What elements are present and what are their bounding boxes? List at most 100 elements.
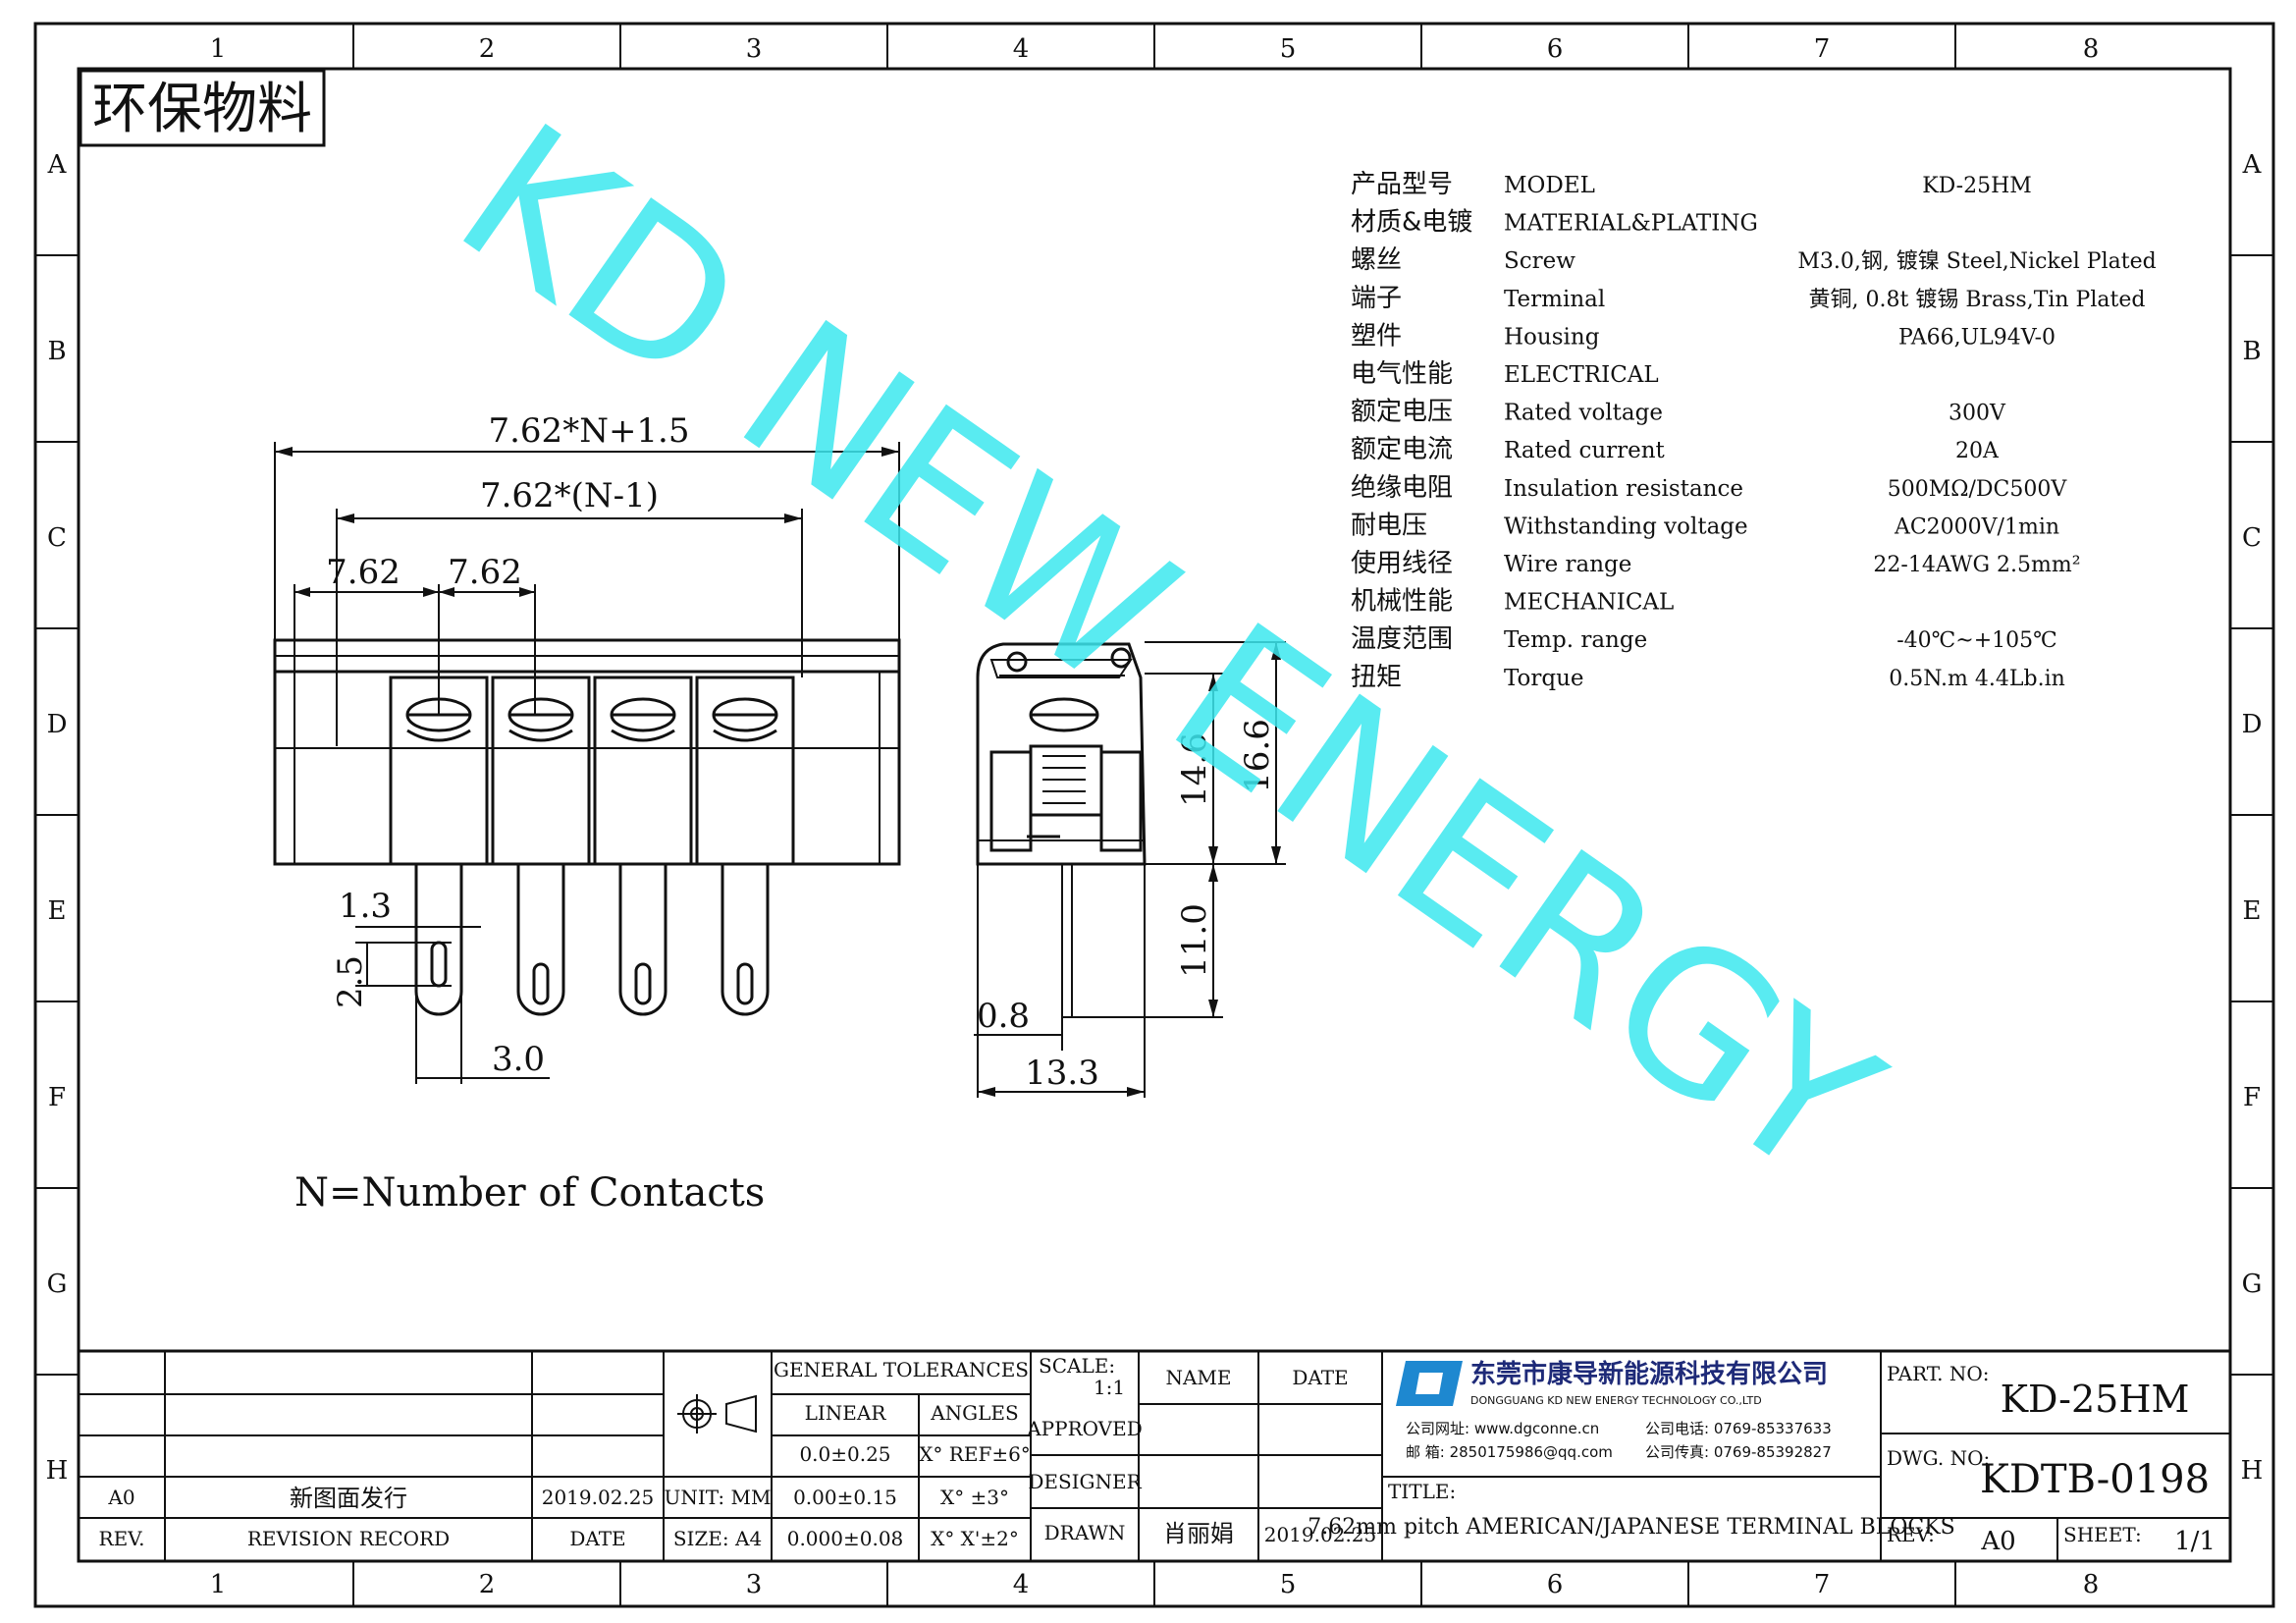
part-no-label: PART. NO:: [1887, 1362, 1990, 1385]
row-label-left: H: [46, 1456, 69, 1486]
rev-column-header: REV.: [99, 1527, 145, 1550]
dwg-no: KDTB-0198: [1980, 1457, 2210, 1502]
row-label-right: F: [2243, 1083, 2261, 1112]
company-name-cn: 东莞市康导新能源科技有限公司: [1470, 1359, 1828, 1389]
company-website: 公司网址: www.dgconne.cn: [1406, 1420, 1599, 1437]
angle-tol-1: X° REF±6°: [919, 1442, 1031, 1466]
spec-label-en: ELECTRICAL: [1504, 362, 1659, 388]
row-label-right: A: [2242, 150, 2263, 180]
rev-description: 新图面发行: [290, 1485, 407, 1512]
date-header: DATE: [1292, 1366, 1348, 1389]
spec-label-cn: 产品型号: [1351, 170, 1453, 199]
row-dividers: [35, 254, 2273, 1376]
dim-pin-gap: 3.0: [492, 1040, 545, 1079]
col-label-bottom: 2: [479, 1570, 496, 1599]
approved-label: APPROVED: [1026, 1417, 1143, 1440]
spec-value: M3.0,钢, 镀镍 Steel,Nickel Plated: [1797, 249, 2156, 274]
spec-label-cn: 温度范围: [1351, 624, 1453, 654]
designer-label: DESIGNER: [1028, 1470, 1142, 1493]
col-label-top: 2: [479, 34, 496, 64]
col-label-top: 7: [1814, 34, 1831, 64]
spec-value: -40℃~+105℃: [1896, 628, 2057, 653]
dim-depth: 13.3: [1025, 1054, 1099, 1093]
spec-value: AC2000V/1min: [1894, 514, 2059, 539]
dim-span: 7.62*(N-1): [480, 476, 659, 515]
row-label-left: E: [48, 896, 67, 926]
company-logo-icon: [1396, 1361, 1463, 1406]
side-view: [976, 642, 1147, 1018]
spec-label-en: Screw: [1504, 248, 1575, 274]
spec-label-cn: 额定电流: [1351, 435, 1453, 464]
rev-date: 2019.02.25: [542, 1486, 655, 1509]
spec-label-en: Rated current: [1504, 438, 1666, 463]
spec-label-cn: 使用线径: [1351, 549, 1453, 578]
company-name-en: DONGGUANG KD NEW ENERGY TECHNOLOGY CO.,L…: [1470, 1394, 1762, 1407]
col-label-bottom: 1: [210, 1570, 227, 1599]
col-label-top: 4: [1013, 34, 1030, 64]
dim-slot: 2.5: [331, 955, 370, 1008]
dim-pitch: 7.62: [448, 553, 522, 592]
scale-label: SCALE:: [1039, 1354, 1115, 1378]
spec-value: 黄铜, 0.8t 镀锡 Brass,Tin Plated: [1809, 288, 2146, 312]
spec-label-en: Insulation resistance: [1504, 476, 1743, 502]
side-dimension-arrows: [978, 642, 1281, 1097]
dwg-no-label: DWG. NO:: [1887, 1446, 1990, 1470]
row-label-right: B: [2242, 337, 2261, 366]
spec-label-cn: 绝缘电阻: [1351, 473, 1453, 503]
spec-label-cn: 材质&电镀: [1351, 208, 1472, 238]
spec-label-en: MODEL: [1504, 173, 1595, 198]
row-label-right: E: [2243, 896, 2262, 926]
spec-value: PA66,UL94V-0: [1898, 325, 2056, 350]
front-dimension-arrows: [275, 447, 899, 597]
projection-symbol-icon: [677, 1394, 757, 1434]
spec-value: 22-14AWG 2.5mm²: [1873, 553, 2080, 577]
col-label-bottom: 8: [2083, 1570, 2100, 1599]
rev-label: REV:: [1887, 1523, 1935, 1546]
col-label-top: 5: [1280, 34, 1297, 64]
front-view: [273, 638, 901, 1016]
general-tolerances: GENERAL TOLERANCES: [774, 1358, 1029, 1381]
spec-value: 300V: [1949, 402, 2006, 426]
spec-label-en: Wire range: [1504, 552, 1631, 577]
drawn-name: 肖丽娟: [1163, 1520, 1234, 1547]
dim-height-14-6: 14.6: [1175, 732, 1214, 807]
spec-label-cn: 塑件: [1351, 321, 1402, 351]
eco-stamp-box: [79, 69, 326, 147]
spec-label-cn: 机械性能: [1351, 587, 1453, 617]
col-label-top: 8: [2083, 34, 2100, 64]
linear-tol-1: 0.0±0.25: [799, 1442, 890, 1466]
date-column-header: DATE: [569, 1527, 625, 1550]
dim-pin-length: 11.0: [1175, 903, 1214, 978]
spec-label-en: Housing: [1504, 324, 1600, 350]
dim-pin-width: 1.3: [339, 887, 392, 926]
title-block-grid: [79, 1349, 2230, 1561]
col-label-top: 1: [210, 34, 227, 64]
drawing-title: 7.62mm pitch AMERICAN/JAPANESE TERMINAL …: [1308, 1515, 1954, 1540]
revision-record-header: REVISION RECORD: [247, 1527, 450, 1550]
col-label-top: 6: [1547, 34, 1564, 64]
spec-value: 0.5N.m 4.4Lb.in: [1889, 667, 2065, 691]
eco-stamp: 环保物料: [92, 78, 312, 141]
linear-tol-2: 0.00±0.15: [793, 1486, 897, 1509]
column-dividers: [352, 24, 1956, 1606]
part-no: KD-25HM: [2001, 1378, 2190, 1421]
row-label-right: G: [2242, 1270, 2263, 1299]
spec-label-en: MECHANICAL: [1504, 590, 1674, 616]
linear-header: LINEAR: [805, 1401, 887, 1425]
drawn-label: DRAWN: [1044, 1521, 1126, 1544]
col-label-bottom: 6: [1547, 1570, 1564, 1599]
unit-label: UNIT: MM: [665, 1486, 772, 1509]
company-fax: 公司传真: 0769-85392827: [1645, 1443, 1832, 1461]
col-label-bottom: 4: [1013, 1570, 1030, 1599]
spec-label-cn: 螺丝: [1351, 245, 1402, 275]
angles-header: ANGLES: [930, 1401, 1019, 1425]
scale-value: 1:1: [1094, 1376, 1125, 1399]
row-label-left: F: [48, 1083, 66, 1112]
spec-value: 500MΩ/DC500V: [1888, 477, 2068, 502]
dim-pin-thickness: 0.8: [977, 997, 1030, 1036]
watermark: KD NEW ENERGY: [420, 81, 1914, 1222]
sheet-label: SHEET:: [2063, 1523, 2142, 1546]
drawn-date: 2019.02.25: [1264, 1523, 1377, 1546]
spec-label-cn: 扭矩: [1351, 663, 1402, 692]
